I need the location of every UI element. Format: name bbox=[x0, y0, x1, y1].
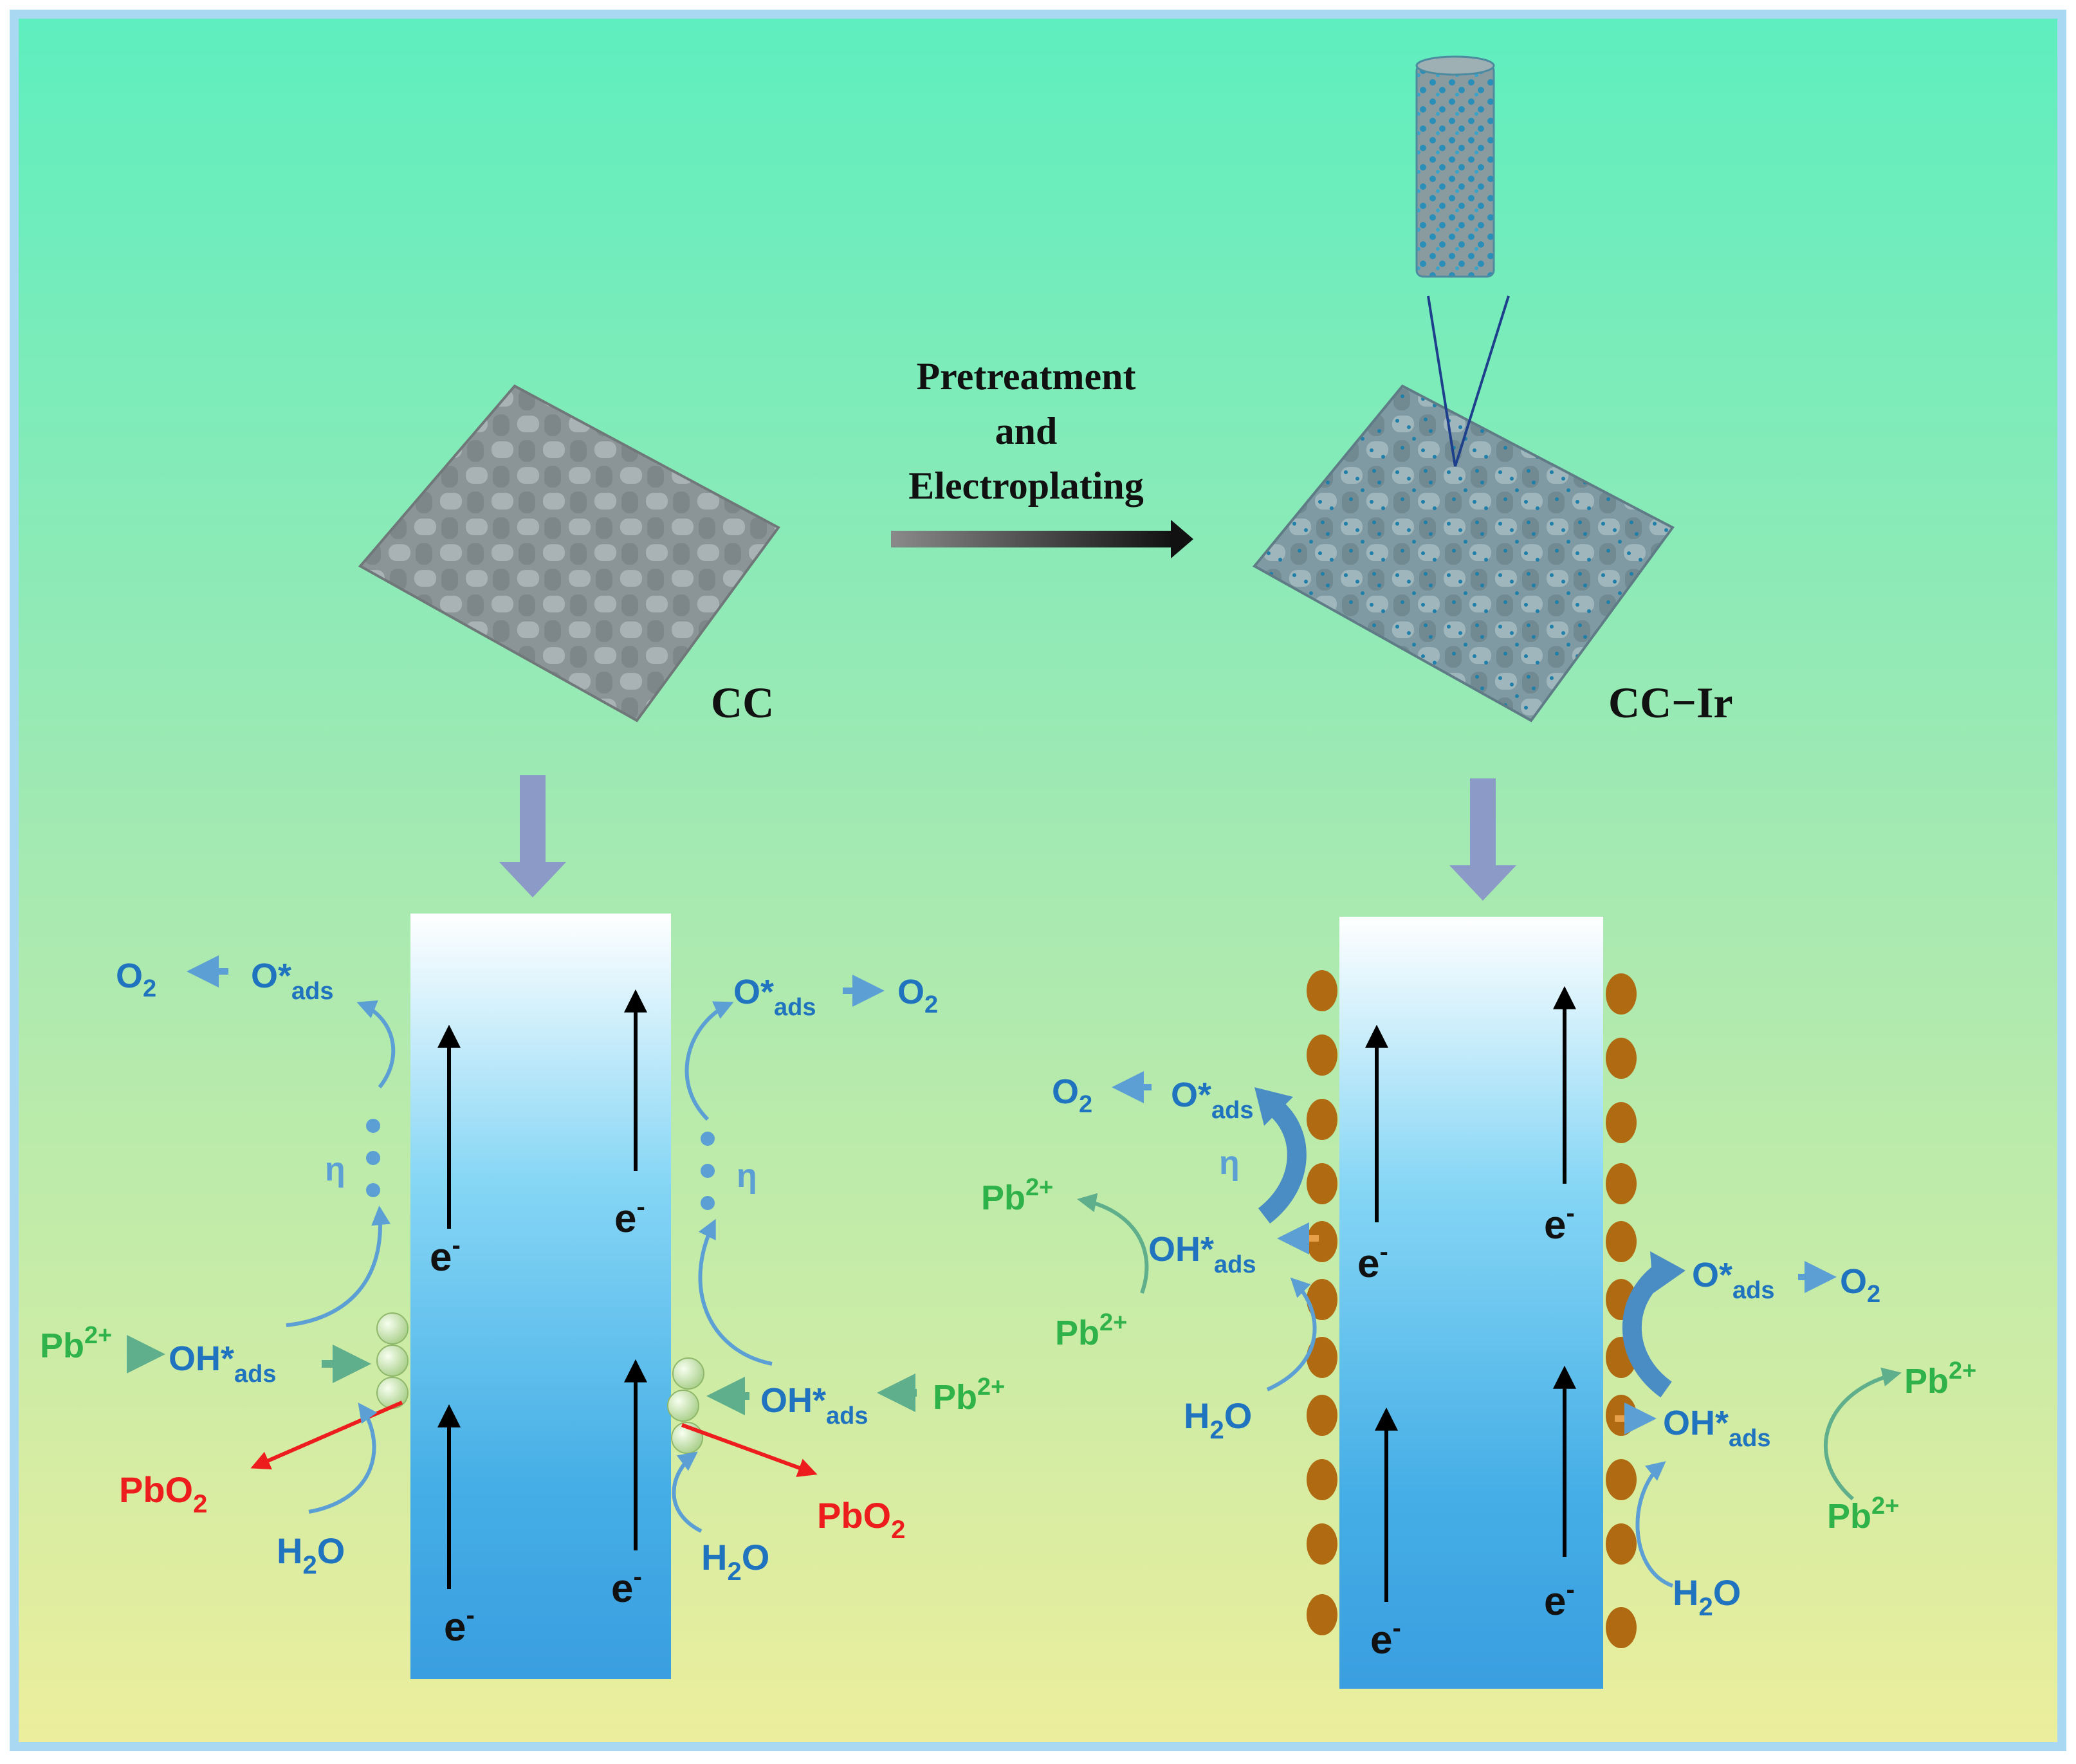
cc-right-reactions: O*ads O2 η OH*ads Pb2+ PbO2 H2O bbox=[667, 973, 1005, 1586]
process-arrow bbox=[891, 520, 1193, 558]
electron-label: e- bbox=[614, 1193, 645, 1241]
electron-arrows-left bbox=[437, 989, 647, 1589]
label-cc: CC bbox=[711, 678, 774, 727]
label-cc-ir: CC−Ir bbox=[1608, 678, 1733, 727]
pb-label: Pb2+ bbox=[1827, 1493, 1899, 1536]
pb-label: Pb2+ bbox=[40, 1322, 112, 1365]
cc-ir-right-reactions: O*ads O2 OH*ads Pb2+ Pb2+ H2O bbox=[1615, 1251, 1976, 1621]
cc-ir-left-reactions: O2 O*ads η Pb2+ OH*ads Pb2+ H2O bbox=[981, 1071, 1319, 1444]
process-label-line3: Electroplating bbox=[908, 464, 1144, 507]
electron-label: e- bbox=[430, 1231, 461, 1280]
o2-label: O2 bbox=[116, 957, 156, 1002]
pb-label: Pb2+ bbox=[981, 1174, 1053, 1217]
electron-labels-left: e- e- e- e- bbox=[430, 1193, 645, 1649]
electron-label: e- bbox=[1357, 1238, 1388, 1286]
coated-fiber-zoom-icon bbox=[1415, 55, 1510, 467]
eta-label: η bbox=[1219, 1144, 1240, 1182]
electron-label: e- bbox=[611, 1563, 642, 1611]
h2o-label: H2O bbox=[1673, 1572, 1741, 1621]
o2-label: O2 bbox=[1052, 1072, 1092, 1118]
process-label-line1: Pretreatment bbox=[917, 355, 1136, 398]
oh-ads-label: OH*ads bbox=[1663, 1404, 1771, 1452]
o-ads-label: O*ads bbox=[251, 957, 334, 1005]
o-ads-label: O*ads bbox=[1692, 1256, 1775, 1304]
o2-label: O2 bbox=[1840, 1262, 1880, 1308]
eta-label: η bbox=[325, 1151, 345, 1188]
pb-label: Pb2+ bbox=[933, 1374, 1005, 1417]
pbo2-label: PbO2 bbox=[119, 1469, 207, 1518]
electron-label: e- bbox=[1544, 1199, 1575, 1247]
electron-arrows-right bbox=[1365, 986, 1576, 1602]
electron-label: e- bbox=[1544, 1576, 1575, 1624]
woven-carbon-cloth-icon bbox=[358, 384, 780, 722]
electron-labels-right: e- e- e- e- bbox=[1357, 1199, 1575, 1662]
oh-ads-label: OH*ads bbox=[760, 1381, 868, 1429]
oh-ads-label: OH*ads bbox=[169, 1339, 277, 1388]
down-arrow-left bbox=[499, 775, 566, 897]
h2o-label: H2O bbox=[1184, 1395, 1252, 1444]
electron-label: e- bbox=[1370, 1614, 1401, 1662]
process-label-line2: and bbox=[995, 410, 1058, 452]
o2-label: O2 bbox=[897, 973, 938, 1018]
ir-particles bbox=[1307, 970, 1637, 1648]
pbo2-label: PbO2 bbox=[817, 1495, 905, 1544]
oh-ads-label: OH*ads bbox=[1148, 1230, 1256, 1278]
electron-label: e- bbox=[444, 1601, 475, 1649]
h2o-label: H2O bbox=[701, 1537, 769, 1586]
pb-label: Pb2+ bbox=[1904, 1357, 1976, 1401]
h2o-label: H2O bbox=[277, 1530, 345, 1579]
pb-label: Pb2+ bbox=[1055, 1309, 1127, 1352]
o-ads-label: O*ads bbox=[1171, 1076, 1254, 1124]
cc-left-reactions: O2 O*ads η Pb2+ OH*ads PbO2 H2O bbox=[40, 955, 409, 1579]
figure-frame bbox=[10, 10, 2066, 1751]
o-ads-label: O*ads bbox=[733, 973, 816, 1021]
eta-label: η bbox=[737, 1157, 757, 1195]
down-arrow-right bbox=[1449, 778, 1516, 901]
iridium-coated-cloth-icon bbox=[1252, 384, 1675, 722]
